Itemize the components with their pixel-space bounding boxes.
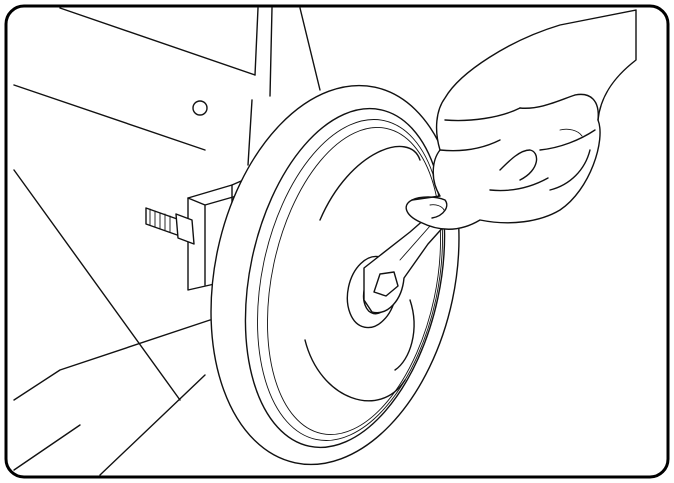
wheel-hub-contour <box>319 145 421 221</box>
cart-frame <box>13 7 321 476</box>
wheel <box>210 84 460 466</box>
wrench <box>363 217 447 314</box>
wheel-tyre <box>210 84 460 466</box>
axle-nut <box>175 213 195 245</box>
illustration-border <box>4 4 670 479</box>
threaded-axle <box>145 207 195 245</box>
frame-hole <box>192 100 208 116</box>
hub-nut <box>373 271 399 297</box>
hand <box>405 9 637 230</box>
wheel-rim-outer <box>244 107 446 449</box>
